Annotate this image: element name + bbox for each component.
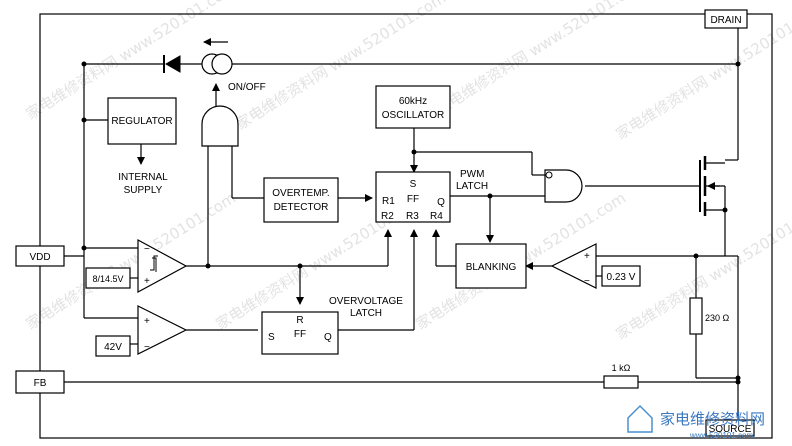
ovp-minus: − [144, 342, 150, 353]
svg-text:FB: FB [34, 378, 47, 389]
pwm-latch-label-line2: LATCH [456, 181, 488, 192]
uvlo-comparator: − + [137, 238, 188, 294]
ocp-minus: − [584, 276, 590, 287]
svg-text:8/14.5V: 8/14.5V [92, 274, 123, 284]
oscillator-block: 60kHz OSCILLATOR [375, 85, 451, 129]
diode-symbol [163, 55, 181, 73]
svg-text:BLANKING: BLANKING [466, 262, 517, 273]
svg-text:230 Ω: 230 Ω [705, 313, 730, 323]
on-off-and-gate [201, 105, 239, 147]
svg-text:OSCILLATOR: OSCILLATOR [382, 110, 444, 121]
fb-pin: FB [15, 370, 65, 394]
svg-text:FF: FF [294, 329, 306, 340]
svg-text:OVERTEMP.: OVERTEMP. [272, 188, 329, 199]
svg-text:S: S [410, 179, 417, 190]
ocp-reference: 0.23 V [601, 265, 641, 287]
svg-text:1 kΩ: 1 kΩ [612, 363, 631, 373]
svg-text:R3: R3 [406, 211, 419, 222]
overvoltage-latch-label-line1: OVERVOLTAGE [329, 296, 403, 307]
svg-text:R1: R1 [382, 196, 395, 207]
blanking-block: BLANKING [455, 243, 527, 289]
on-off-label: ON/OFF [228, 82, 266, 93]
current-source-symbol [201, 38, 233, 75]
svg-text:VDD: VDD [29, 252, 50, 263]
gate-drive-and-gate [544, 169, 583, 203]
svg-text:42V: 42V [104, 342, 122, 353]
internal-supply-label-line1: INTERNAL [118, 172, 168, 183]
svg-text:60kHz: 60kHz [399, 96, 427, 107]
svg-text:Q: Q [324, 332, 332, 343]
source-pin: SOURCE [705, 419, 755, 437]
svg-text:R2: R2 [381, 211, 394, 222]
svg-text:REGULATOR: REGULATOR [111, 116, 172, 127]
pwm-latch-label-line1: PWM [460, 169, 484, 180]
overtemp-detector-block: OVERTEMP. DETECTOR [263, 177, 339, 223]
pwm-latch-flipflop: S FF Q R1 R2 R3 R4 [375, 171, 451, 223]
watermark-logo: 家电维修资料网 www.520101.com [627, 404, 765, 440]
svg-text:0.23 V: 0.23 V [607, 272, 636, 283]
internal-supply-label-line2: SUPPLY [124, 185, 163, 196]
svg-text:家电维修资料网 www.520101.com: 家电维修资料网 www.520101.com [433, 0, 649, 118]
power-mosfet [699, 156, 728, 216]
svg-text:www.520101.com: www.520101.com [689, 431, 753, 440]
ocp-plus: + [584, 251, 590, 262]
ocp-comparator: + − [550, 243, 597, 289]
ovp-plus: + [144, 316, 150, 327]
regulator-block: REGULATOR [107, 97, 177, 145]
ovp-comparator: + − [137, 305, 188, 355]
vdd-pin: VDD [15, 245, 65, 267]
svg-text:S: S [268, 332, 275, 343]
ovp-reference: 42V [95, 335, 131, 357]
svg-text:FF: FF [407, 194, 419, 205]
svg-text:家电维修资料网 www.520101.com: 家电维修资料网 www.520101.com [613, 0, 792, 143]
uvlo-plus: + [144, 276, 150, 287]
sense-resistor: 230 Ω [689, 297, 730, 335]
uvlo-reference: 8/14.5V [85, 267, 131, 289]
svg-text:SOURCE: SOURCE [709, 424, 752, 435]
overvoltage-latch-label-line2: LATCH [350, 308, 382, 319]
svg-text:Q: Q [437, 197, 445, 208]
junctions [81, 61, 741, 385]
svg-text:R4: R4 [430, 211, 443, 222]
svg-text:DRAIN: DRAIN [710, 15, 741, 26]
drain-pin: DRAIN [704, 9, 748, 29]
uvlo-minus: − [144, 244, 150, 255]
fb-resistor: 1 kΩ [603, 363, 639, 389]
svg-text:DETECTOR: DETECTOR [274, 202, 329, 213]
svg-text:R: R [296, 315, 303, 326]
svg-text:家电维修资料网: 家电维修资料网 [660, 410, 765, 428]
chip-outline [39, 13, 773, 439]
overvoltage-latch-flipflop: R FF S Q [261, 311, 339, 355]
